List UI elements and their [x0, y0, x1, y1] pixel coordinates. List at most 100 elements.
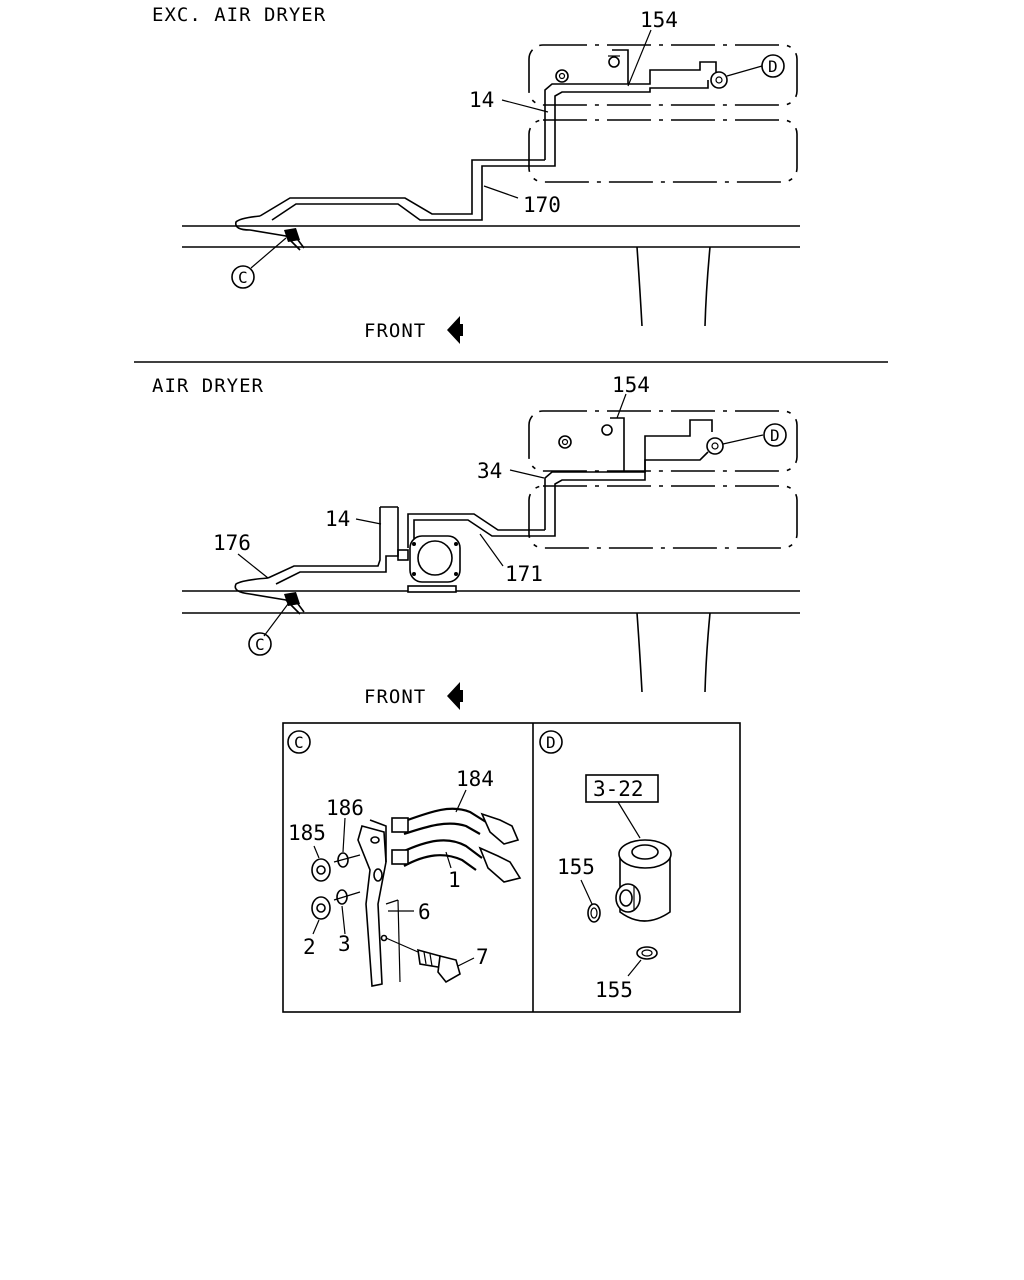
leader-d-top	[726, 65, 763, 77]
leader-c-bottom	[263, 603, 289, 637]
bracket-hole	[373, 868, 383, 882]
bolt-thread	[423, 951, 427, 965]
o-ring-155b	[636, 946, 658, 960]
callout-letter: D	[770, 426, 780, 445]
o-ring-inner	[590, 907, 598, 919]
callout-c-bottom: C	[248, 632, 272, 656]
bracket-6-flange	[369, 819, 387, 862]
pipe-154-run	[622, 61, 717, 85]
section-exc-air-dryer: EXC. AIR DRYER 154 14	[152, 4, 800, 344]
front-arrow-icon	[447, 682, 463, 710]
hose-1-inner	[403, 854, 477, 871]
section-title-exc-air-dryer: EXC. AIR DRYER	[152, 4, 326, 26]
fitting-end-icon	[480, 812, 520, 845]
label-171: 171	[505, 562, 543, 586]
o-ring-outline	[636, 946, 658, 960]
cross-member-right	[704, 612, 711, 693]
bracket-hole	[370, 836, 380, 844]
cross-member-left	[636, 246, 643, 327]
valve-top-inner	[631, 844, 659, 860]
callout-d-bottom: D	[763, 423, 787, 447]
bolt-icon	[454, 542, 458, 546]
air-dryer-mount	[407, 585, 457, 593]
label-2: 2	[303, 935, 316, 959]
leader-186	[342, 817, 346, 853]
detail-frame	[282, 722, 741, 1013]
drain-valve-inner	[715, 76, 723, 84]
leader-ref	[617, 801, 641, 839]
valve-fitting-inner	[561, 438, 569, 446]
pipe-14-b	[554, 91, 630, 160]
label-176: 176	[213, 531, 251, 555]
detail-c: C	[287, 730, 522, 987]
cross-member-right	[704, 246, 711, 327]
nut-2	[311, 896, 331, 920]
leader-d-bottom	[722, 434, 764, 445]
bolt-icon	[454, 572, 458, 576]
fitting-icon	[391, 849, 409, 865]
front-arrow-icon	[447, 316, 463, 344]
fitting-icon	[391, 817, 409, 833]
detail-d-badge: D	[539, 730, 563, 754]
valve-fitting-inner	[558, 72, 566, 80]
bracket-6-edge	[385, 899, 399, 905]
pipe-34-b	[554, 479, 630, 530]
callout-letter: C	[238, 268, 248, 287]
pipe-171-a	[407, 513, 545, 548]
air-dryer-cap	[417, 540, 453, 576]
label-14-top: 14	[469, 88, 494, 112]
pipe-170-b	[271, 160, 556, 221]
leader-184	[455, 789, 467, 813]
washer-3	[336, 889, 348, 905]
leader-154-bottom	[616, 393, 627, 419]
bolt-head	[437, 955, 461, 984]
label-1: 1	[448, 868, 461, 892]
o-ring-155a	[587, 903, 601, 923]
reference-box-3-22	[585, 774, 659, 803]
pipe-154-run-b	[630, 80, 709, 93]
section-title-air-dryer: AIR DRYER	[152, 375, 264, 397]
nut-hole	[316, 865, 326, 875]
air-tank-lower	[528, 485, 798, 549]
pipe-154-run-b	[630, 451, 709, 481]
nut-outline	[311, 896, 331, 920]
callout-circle	[231, 265, 255, 289]
drain-valve-icon	[706, 437, 724, 455]
drain-cock-icon	[608, 56, 620, 68]
fitting-end-icon	[478, 846, 522, 883]
label-34: 34	[477, 459, 502, 483]
pipe-154-riser	[610, 417, 625, 472]
bracket-6-edge-b	[397, 899, 401, 983]
pipe-154-run	[625, 419, 713, 473]
leader-7	[457, 957, 475, 967]
label-7: 7	[476, 945, 489, 969]
leader-185	[313, 845, 320, 859]
bolt-7	[385, 937, 461, 984]
washer-outline	[337, 852, 349, 868]
label-3: 3	[338, 932, 351, 956]
detail-box: C	[282, 722, 741, 1013]
leader-155b	[627, 959, 642, 977]
leader-176	[237, 553, 269, 579]
section-air-dryer: AIR DRYER	[152, 373, 800, 710]
hose-clamp-bottom-icon	[284, 592, 300, 606]
o-ring-outline	[587, 903, 601, 923]
label-155b: 155	[595, 978, 633, 1002]
air-tank-upper	[528, 44, 798, 106]
label-14-bottom: 14	[325, 507, 350, 531]
pipe-154-riser	[612, 49, 629, 84]
pipe-14-a	[544, 83, 622, 160]
callout-c-top: C	[231, 265, 255, 289]
air-dryer-port	[397, 549, 409, 561]
valve-fitting-icon	[555, 69, 569, 83]
drain-valve-icon	[710, 71, 728, 89]
detail-d: D 3-22 15	[539, 730, 672, 1002]
nut-hole	[316, 903, 326, 913]
label-154-top: 154	[640, 8, 678, 32]
hose-184-outer	[401, 807, 487, 824]
air-tank-lower	[528, 119, 798, 183]
front-label-bottom: FRONT	[364, 686, 426, 708]
bracket-hole	[380, 934, 388, 942]
callout-circle	[761, 54, 785, 78]
air-tank-upper	[528, 410, 798, 472]
